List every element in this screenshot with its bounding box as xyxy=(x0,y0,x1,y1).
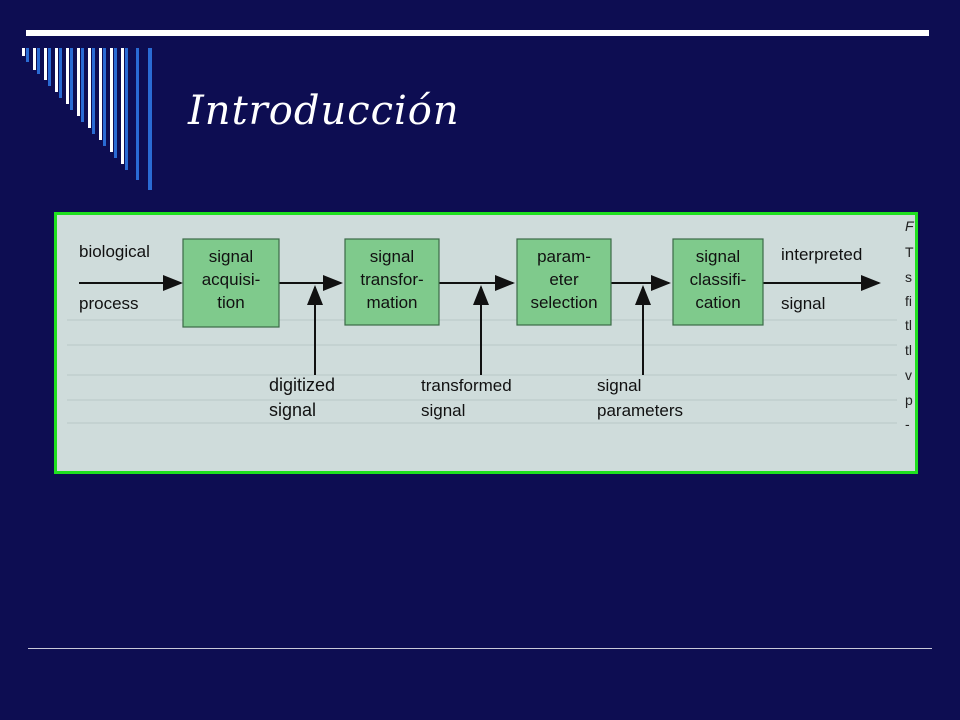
output-label-line1: interpreted xyxy=(781,245,862,264)
margin-letter-1: F xyxy=(905,218,915,234)
signal-processing-diagram: biological process signal acquisi- tion … xyxy=(67,218,915,432)
margin-letter-8: p xyxy=(905,392,913,408)
margin-letter-4: fi xyxy=(905,293,912,309)
block-1-line-1: signal xyxy=(209,247,253,266)
block-parameter-selection: param- eter selection xyxy=(516,238,612,326)
margin-letter-3: s xyxy=(905,269,912,285)
decorative-bars xyxy=(22,48,152,190)
block-signal-acquisition: signal acquisi- tion xyxy=(182,238,280,328)
block-3-line-1: param- xyxy=(537,247,591,266)
label-signal-parameters-1: signal xyxy=(597,376,641,395)
block-4-line-2: classifi- xyxy=(690,270,747,289)
input-label-line2: process xyxy=(79,294,139,313)
margin-letter-5: tl xyxy=(905,317,912,333)
margin-letter-7: v xyxy=(905,367,912,383)
input-label-line1: biological xyxy=(79,242,150,261)
label-transformed-signal-1: transformed xyxy=(421,376,512,395)
block-4-line-1: signal xyxy=(696,247,740,266)
bottom-rule xyxy=(28,648,932,649)
margin-letter-6: tl xyxy=(905,342,912,358)
margin-letter-9: - xyxy=(905,416,910,432)
block-2-line-2: transfor- xyxy=(360,270,423,289)
label-transformed-signal-2: signal xyxy=(421,401,465,420)
top-rule xyxy=(26,30,929,36)
block-1-line-2: acquisi- xyxy=(202,270,261,289)
block-3-line-2: eter xyxy=(549,270,579,289)
block-4-line-3: cation xyxy=(695,293,740,312)
block-3-line-3: selection xyxy=(530,293,597,312)
figure-frame: biological process signal acquisi- tion … xyxy=(54,212,918,474)
block-signal-classification: signal classifi- cation xyxy=(672,238,764,326)
label-digitized-signal-1: digitized xyxy=(269,375,335,395)
margin-letter-2: T xyxy=(905,244,914,260)
block-1-line-3: tion xyxy=(217,293,244,312)
slide-title: Introducción xyxy=(188,88,460,134)
label-signal-parameters-2: parameters xyxy=(597,401,683,420)
label-digitized-signal-2: signal xyxy=(269,400,316,420)
output-label-line2: signal xyxy=(781,294,825,313)
block-2-line-3: mation xyxy=(366,293,417,312)
block-2-line-1: signal xyxy=(370,247,414,266)
block-signal-transformation: signal transfor- mation xyxy=(344,238,440,326)
